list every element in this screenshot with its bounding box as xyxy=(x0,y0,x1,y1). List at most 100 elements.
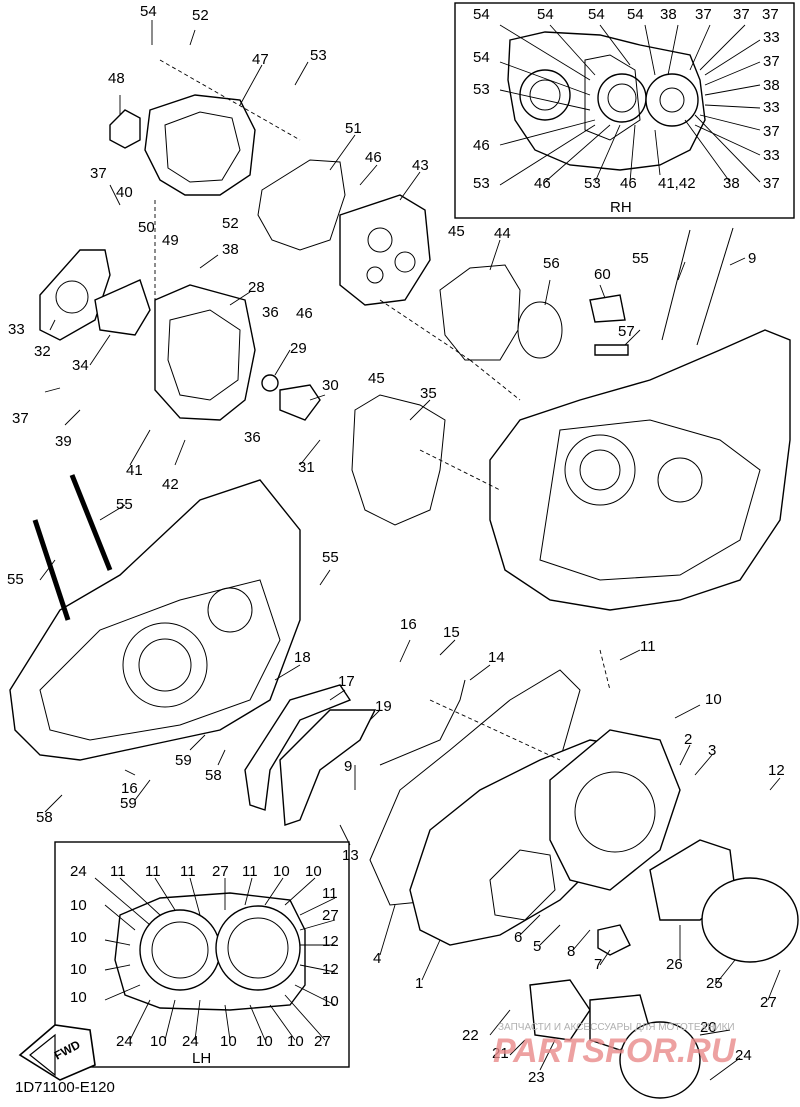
rh-callout-label-6: 37 xyxy=(733,6,750,23)
lh-callout-label-1: 11 xyxy=(110,863,126,880)
callout-label-38: 9 xyxy=(748,250,756,267)
leader-lines xyxy=(39,20,781,1081)
callout-label-60: 6 xyxy=(514,929,522,946)
callout-label-45: 17 xyxy=(338,673,355,690)
callout-label-40: 16 xyxy=(400,616,417,633)
crankcase-left xyxy=(9,474,301,761)
crankcase-right xyxy=(489,227,791,611)
callout-label-4: 48 xyxy=(108,70,125,87)
callout-label-49: 3 xyxy=(708,742,716,759)
callout-label-15: 38 xyxy=(222,241,239,258)
callout-label-59: 1 xyxy=(415,975,423,992)
callout-label-23: 37 xyxy=(12,410,29,427)
callout-label-68: 21 xyxy=(492,1045,509,1062)
callout-label-1: 52 xyxy=(192,7,209,24)
callout-label-20: 32 xyxy=(34,343,51,360)
inset-lh xyxy=(18,841,350,1081)
lh-callout-label-21: 10 xyxy=(256,1033,273,1050)
rh-callout-label-18: 53 xyxy=(584,175,601,192)
lh-callout-label-2: 11 xyxy=(145,863,161,880)
lh-callout-label-23: 27 xyxy=(314,1033,331,1050)
callout-label-29: 31 xyxy=(298,459,315,476)
callout-label-39: 55 xyxy=(322,549,339,566)
rh-callout-label-21: 38 xyxy=(723,175,740,192)
lh-callout-label-3: 11 xyxy=(180,863,196,880)
lh-callout-label-7: 10 xyxy=(305,863,322,880)
callout-label-57: 12 xyxy=(768,762,785,779)
lh-callout-label-20: 10 xyxy=(220,1033,237,1050)
callout-label-62: 8 xyxy=(567,943,575,960)
lh-callout-label-9: 11 xyxy=(322,885,338,902)
callout-label-12: 52 xyxy=(222,215,239,232)
callout-label-70: 20 xyxy=(700,1019,717,1036)
oil-pump-cover-group xyxy=(39,94,521,526)
rh-callout-label-1: 54 xyxy=(537,6,554,23)
callout-label-19: 33 xyxy=(8,321,25,338)
callout-label-27: 41 xyxy=(126,462,143,479)
callout-label-21: 34 xyxy=(72,357,89,374)
callout-label-6: 46 xyxy=(365,149,382,166)
lh-callout-label-12: 12 xyxy=(322,933,339,950)
lh-callout-label-16: 10 xyxy=(322,993,339,1010)
lh-callout-label-6: 10 xyxy=(273,863,290,880)
callout-label-54: 58 xyxy=(36,809,53,826)
inset-rh-title: RH xyxy=(610,199,632,216)
callout-label-24: 39 xyxy=(55,433,72,450)
rh-callout-label-3: 54 xyxy=(627,6,644,23)
callout-label-51: 58 xyxy=(205,767,222,784)
inset-rh xyxy=(454,2,795,219)
lh-callout-label-5: 11 xyxy=(242,863,258,880)
callout-label-43: 11 xyxy=(640,638,656,655)
rh-callout-label-11: 37 xyxy=(763,53,780,70)
rh-callout-label-14: 46 xyxy=(473,137,490,154)
callout-label-7: 43 xyxy=(412,157,429,174)
rh-callout-label-5: 37 xyxy=(695,6,712,23)
callout-label-41: 15 xyxy=(443,624,460,641)
lh-callout-label-11: 10 xyxy=(70,929,87,946)
rh-callout-label-0: 54 xyxy=(473,6,490,23)
callout-label-3: 53 xyxy=(310,47,327,64)
callout-label-14: 44 xyxy=(494,225,511,242)
callout-label-61: 5 xyxy=(533,938,541,955)
rh-callout-label-8: 54 xyxy=(473,49,490,66)
callout-label-52: 16 xyxy=(121,780,138,797)
callout-label-36: 57 xyxy=(618,323,635,340)
callout-label-31: 35 xyxy=(420,385,437,402)
callout-label-28: 42 xyxy=(162,476,179,493)
watermark-tagline: ЗАПЧАСТИ И АКСЕССУАРЫ ДЛЯ МОТОТЕХНИКИ xyxy=(498,1022,735,1033)
rh-callout-label-4: 38 xyxy=(660,6,677,23)
callout-label-65: 25 xyxy=(706,975,723,992)
callout-label-34: 56 xyxy=(543,255,560,272)
callout-label-63: 7 xyxy=(594,956,602,973)
callout-label-5: 51 xyxy=(345,120,362,137)
lh-callout-label-0: 24 xyxy=(70,863,87,880)
callout-label-56: 13 xyxy=(342,847,359,864)
callout-label-69: 23 xyxy=(528,1069,545,1086)
callout-label-44: 18 xyxy=(294,649,311,666)
rh-callout-label-17: 46 xyxy=(534,175,551,192)
fwd-arrow-icon xyxy=(18,1024,96,1081)
watermark-brand: PARTSFOR.RU xyxy=(493,1032,737,1070)
lh-callout-label-10: 27 xyxy=(322,907,339,924)
callout-label-9: 40 xyxy=(116,184,133,201)
callout-label-48: 2 xyxy=(684,731,692,748)
rh-callout-label-20: 41,42 xyxy=(658,175,696,192)
rh-callout-label-22: 33 xyxy=(763,147,780,164)
callout-label-11: 49 xyxy=(162,232,179,249)
inset-lh-title: LH xyxy=(192,1050,211,1067)
lh-callout-label-17: 24 xyxy=(116,1033,133,1050)
rh-callout-label-7: 37 xyxy=(762,6,779,23)
callout-label-32: 55 xyxy=(116,496,133,513)
callout-label-26: 36 xyxy=(244,429,261,446)
rh-callout-label-13: 33 xyxy=(763,99,780,116)
callout-label-66: 27 xyxy=(760,994,777,1011)
callout-label-17: 36 xyxy=(262,304,279,321)
callout-label-47: 10 xyxy=(705,691,722,708)
callout-label-25: 30 xyxy=(322,377,339,394)
callout-label-2: 47 xyxy=(252,51,269,68)
callout-label-71: 24 xyxy=(735,1047,752,1064)
lh-callout-label-8: 10 xyxy=(70,897,87,914)
